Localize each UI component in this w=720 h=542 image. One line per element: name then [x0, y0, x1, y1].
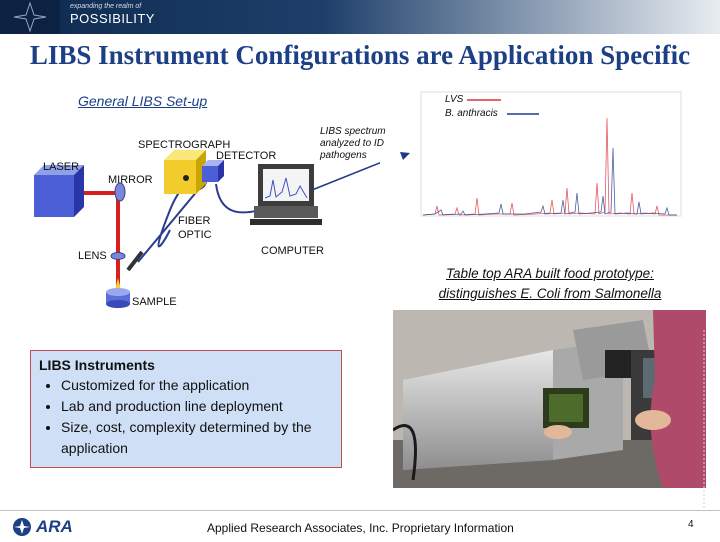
libs-setup-diagram [34, 150, 380, 308]
legend-lvs: LVS [445, 94, 464, 105]
ara-logo: ARA [12, 517, 74, 542]
logo-star-icon [0, 0, 60, 34]
header-banner: expanding the realm of POSSIBILITY [0, 0, 720, 34]
data-cable [215, 183, 261, 214]
libs-box-heading: LIBS Instruments [39, 357, 155, 373]
copyright-watermark [703, 330, 705, 510]
list-item: Size, cost, complexity determined by the… [61, 417, 333, 459]
libs-instruments-box: LIBS Instruments Customized for the appl… [30, 350, 342, 468]
label-computer: COMPUTER [261, 245, 324, 257]
detector-box [202, 160, 224, 182]
label-mirror: MIRROR [108, 174, 153, 186]
laser-box [34, 165, 84, 217]
prototype-photo-drawing [393, 310, 706, 488]
label-fiber-2: OPTIC [178, 229, 212, 241]
list-item: Lab and production line deployment [61, 396, 333, 417]
label-detector: DETECTOR [216, 150, 277, 162]
spectrum-line-banthracis [422, 147, 677, 216]
spectrum-plot [415, 88, 685, 228]
caption-line: Table top ARA built food prototype: [446, 266, 654, 281]
ara-logo-icon [13, 518, 31, 536]
spectrum-note: LIBS spectrum analyzed to ID pathogens [320, 126, 386, 162]
sample-dish [106, 288, 130, 308]
label-fiber-1: FIBER [178, 215, 211, 227]
spectrum-note-line: LIBS spectrum [320, 126, 386, 137]
lens [110, 252, 126, 260]
label-lens: LENS [78, 250, 107, 262]
page-number: 4 [688, 519, 694, 530]
slide-title: LIBS Instrument Configurations are Appli… [29, 40, 691, 70]
plasma [115, 278, 121, 290]
food-prototype-caption: Table top ARA built food prototype: dist… [405, 264, 695, 304]
prototype-photo [393, 310, 706, 488]
setup-heading: General LIBS Set-up [78, 93, 208, 109]
caption-line: distinguishes E. Coli from Salmonella [438, 286, 662, 301]
spectrum-arrow [311, 161, 380, 191]
arrow-head-icon [400, 152, 410, 160]
list-item: Customized for the application [61, 375, 333, 396]
computer-icon [250, 164, 322, 225]
mirror [114, 182, 126, 202]
footer-divider [0, 510, 720, 511]
libs-bullet-list: Customized for the application Lab and p… [39, 375, 333, 459]
legend-banthracis: B. anthracis [445, 108, 498, 119]
label-sample: SAMPLE [132, 296, 177, 308]
footer-text: Applied Research Associates, Inc. Propri… [207, 521, 514, 535]
tagline-small: expanding the realm of [70, 3, 142, 10]
spectrum-note-line: pathogens [320, 150, 367, 161]
spectrograph-box [164, 150, 206, 194]
label-spectrograph: SPECTROGRAPH [138, 139, 231, 151]
laser-beam [84, 191, 120, 290]
ara-logo-text: ARA [36, 517, 73, 536]
spectrum-note-line: analyzed to ID [320, 138, 384, 149]
tagline-big: POSSIBILITY [70, 11, 155, 26]
label-laser: LASER [43, 161, 80, 173]
